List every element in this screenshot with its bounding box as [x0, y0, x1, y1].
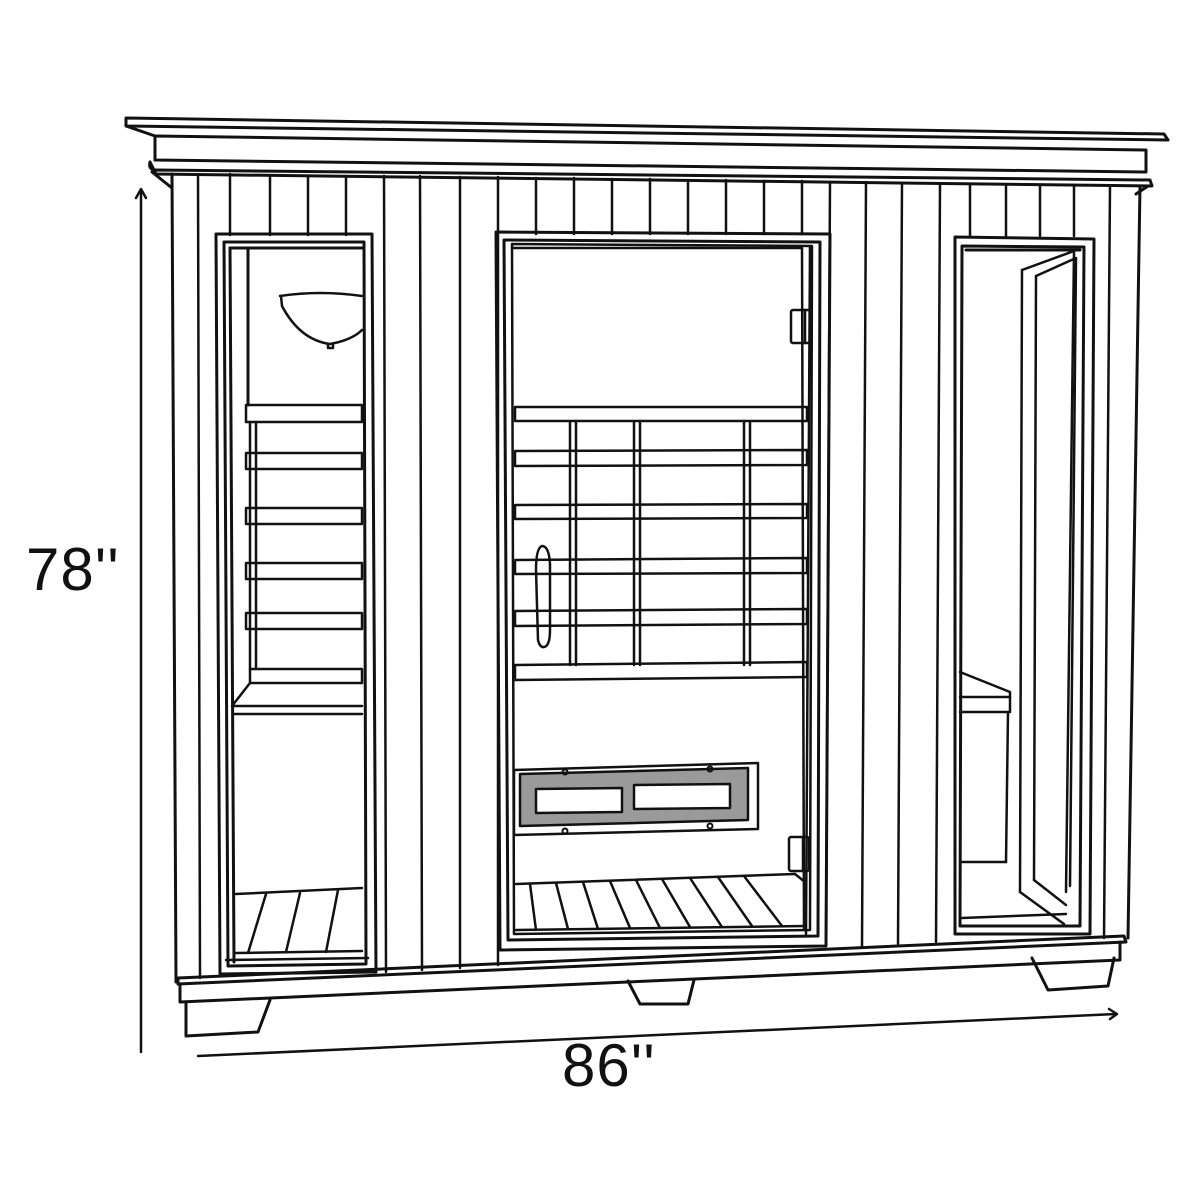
left-bench: [232, 683, 362, 714]
vertical-wall-panels: [198, 174, 1110, 978]
door-handle: [536, 546, 550, 647]
right-bench: [960, 672, 1066, 918]
left-glass-window: [216, 234, 376, 974]
height-dimension-label: 78'': [26, 536, 120, 603]
crown-molding: [126, 118, 1168, 194]
left-floor-slats: [226, 888, 368, 960]
door-hinge-bottom: [789, 837, 809, 871]
backrest-grid: [515, 407, 807, 680]
left-backrest-slats: [246, 405, 362, 683]
height-dimension-arrow: [136, 189, 146, 1052]
ceiling-lamp: [280, 293, 362, 348]
base-plinth: [178, 936, 1126, 1002]
center-foot: [628, 980, 694, 1004]
right-open-panel: [1020, 251, 1076, 924]
cabin-outer-wall: [172, 174, 1140, 982]
width-dimension-label: 86'': [562, 1032, 656, 1099]
infrared-heater-panel: [514, 763, 758, 835]
door-hinge-top: [791, 310, 811, 343]
right-glass-window: [955, 237, 1094, 934]
door-frame: [496, 232, 830, 950]
right-foot: [1032, 958, 1114, 990]
width-dimension-arrow: [198, 1009, 1117, 1056]
left-foot: [186, 1000, 270, 1036]
door-floor-slats: [516, 874, 806, 930]
glass-door: [512, 244, 812, 934]
